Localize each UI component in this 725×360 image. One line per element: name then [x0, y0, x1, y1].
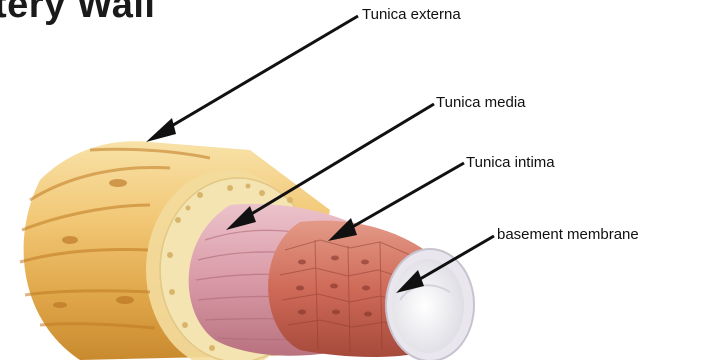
basement-membrane-layer: [386, 249, 474, 360]
label-tunica-intima: Tunica intima: [466, 154, 555, 171]
arrow-intima: [328, 163, 464, 241]
label-tunica-externa: Tunica externa: [362, 6, 461, 23]
label-basement-membrane: basement membrane: [497, 226, 639, 243]
label-tunica-media: Tunica media: [436, 94, 526, 111]
arrow-externa: [146, 16, 358, 142]
